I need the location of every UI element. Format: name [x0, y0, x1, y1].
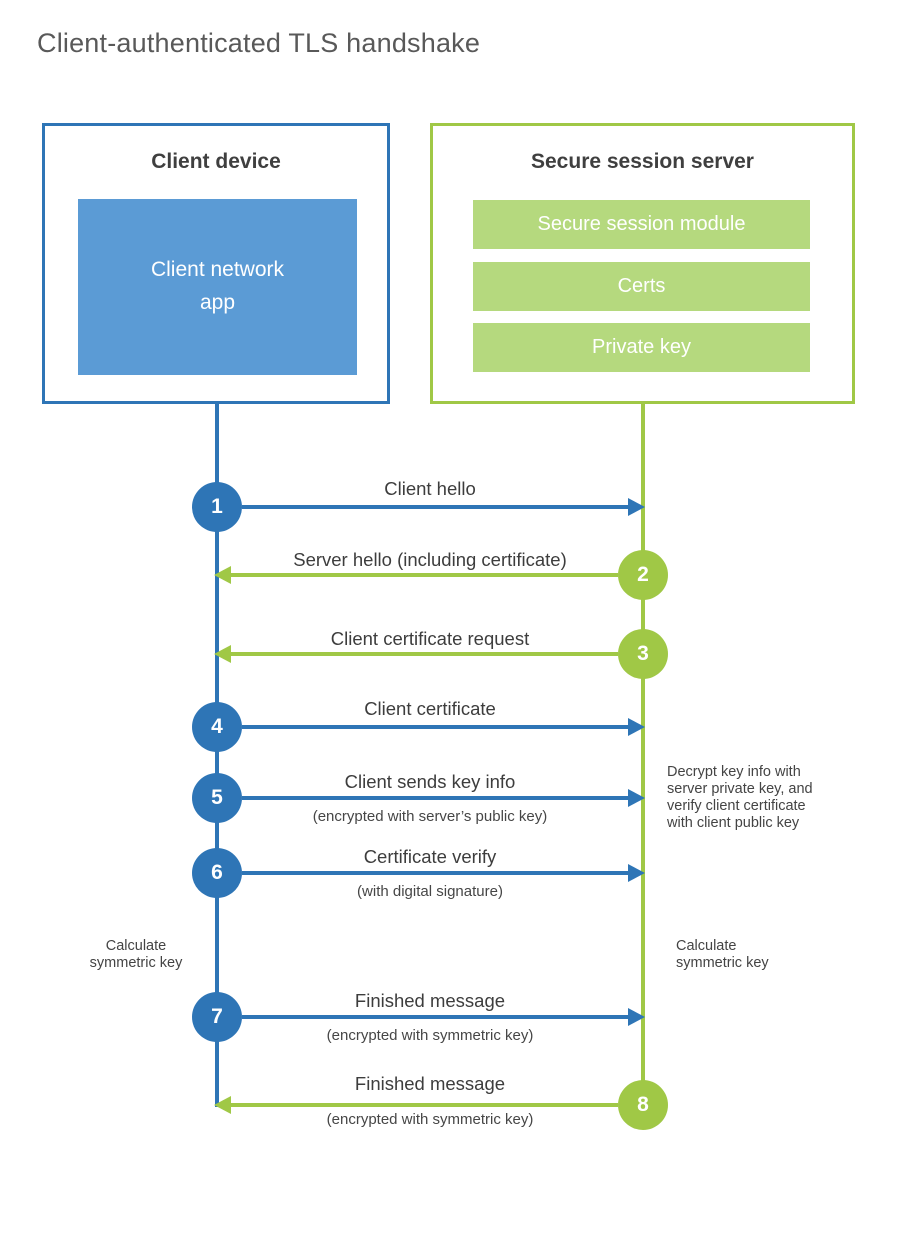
arrow-line	[242, 1015, 628, 1019]
message-label: Finished message	[354, 990, 506, 1011]
server-module-secure-session: Secure session module	[473, 200, 810, 249]
step-circle: 1	[192, 482, 242, 532]
arrow-head-left-icon	[214, 645, 231, 663]
arrow-line	[242, 505, 628, 509]
client-device-box: Client device Client network app	[42, 123, 390, 404]
arrow-line	[231, 573, 618, 577]
message-label: Certificate verify	[363, 846, 497, 867]
client-network-app-label: Client network app	[150, 258, 285, 314]
message-label: Client certificate	[364, 698, 496, 719]
message-label: Client hello	[384, 478, 476, 499]
step-circle: 2	[618, 550, 668, 600]
arrow-head-right-icon	[628, 789, 645, 807]
server-lifeline	[641, 404, 645, 1107]
message-sublabel: (with digital signature)	[357, 883, 503, 900]
message-label: Finished message	[354, 1073, 506, 1094]
arrow-head-right-icon	[628, 1008, 645, 1026]
secure-session-server-title: Secure session server	[531, 150, 754, 173]
client-lifeline	[215, 404, 219, 1107]
arrow-head-left-icon	[214, 1096, 231, 1114]
arrow-line	[242, 796, 628, 800]
secure-session-server-box: Secure session server Secure session mod…	[430, 123, 855, 404]
server-module-certs: Certs	[473, 262, 810, 311]
arrow-head-left-icon	[214, 566, 231, 584]
step-circle: 5	[192, 773, 242, 823]
calculate-symmetric-key-note-client: Calculate symmetric key	[89, 938, 183, 971]
client-device-title: Client device	[151, 150, 281, 173]
step-circle: 4	[192, 702, 242, 752]
message-label: Server hello (including certificate)	[293, 549, 567, 570]
message-sublabel: (encrypted with symmetric key)	[326, 1027, 534, 1044]
step-circle: 3	[618, 629, 668, 679]
server-module-private-key: Private key	[473, 323, 810, 372]
message-label: Client sends key info	[344, 771, 516, 792]
arrow-line	[242, 871, 628, 875]
arrow-head-right-icon	[628, 498, 645, 516]
message-sublabel: (encrypted with symmetric key)	[326, 1111, 534, 1128]
arrow-line	[231, 652, 618, 656]
arrow-head-right-icon	[628, 718, 645, 736]
arrow-line	[231, 1103, 618, 1107]
arrow-head-right-icon	[628, 864, 645, 882]
decrypt-key-note: Decrypt key info with server private key…	[667, 764, 813, 831]
page-title: Client-authenticated TLS handshake	[37, 28, 481, 58]
calculate-symmetric-key-note-server: Calculate symmetric key	[676, 938, 769, 971]
arrow-line	[242, 725, 628, 729]
message-sublabel: (encrypted with server’s public key)	[312, 808, 548, 825]
message-label: Client certificate request	[330, 628, 530, 649]
client-network-app-box: Client network app	[78, 199, 357, 375]
step-circle: 7	[192, 992, 242, 1042]
step-circle: 8	[618, 1080, 668, 1130]
step-circle: 6	[192, 848, 242, 898]
